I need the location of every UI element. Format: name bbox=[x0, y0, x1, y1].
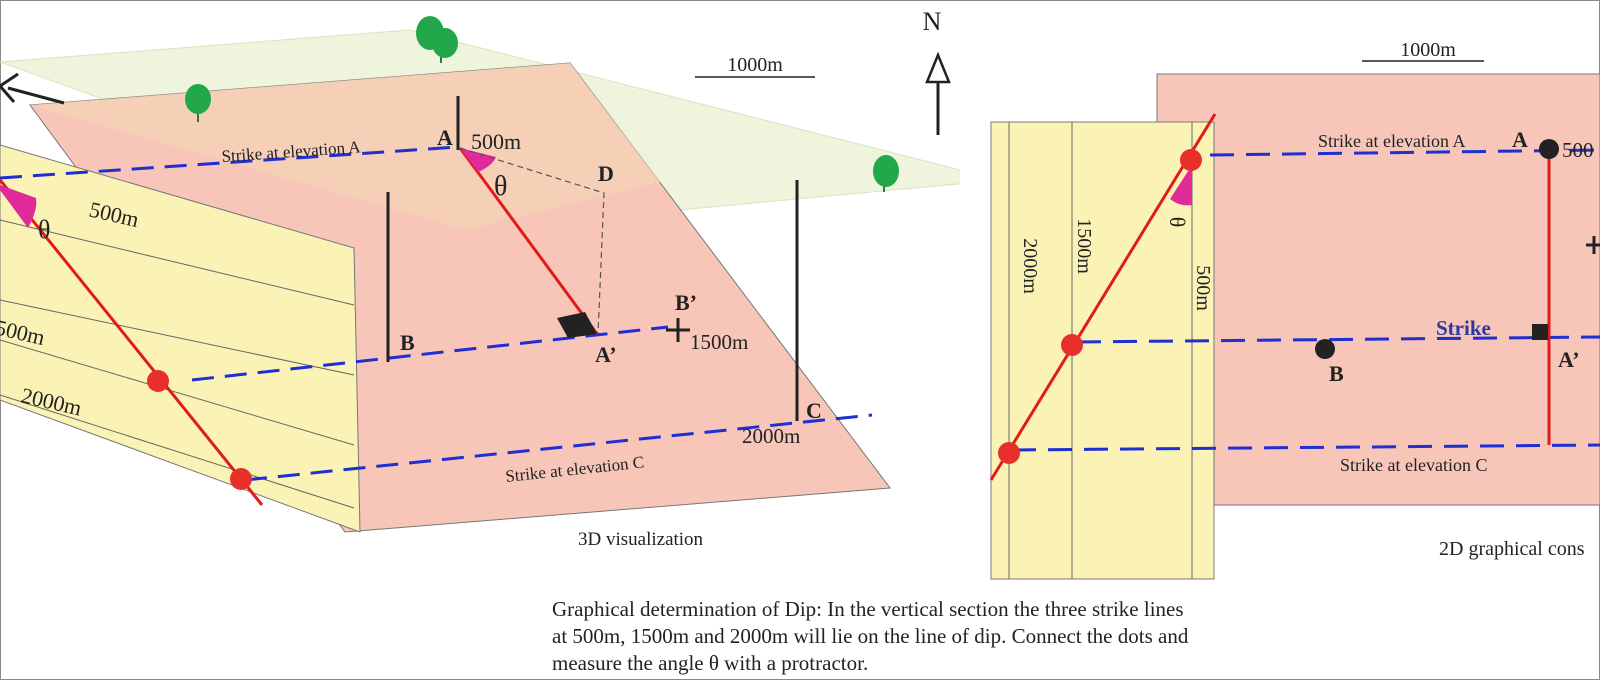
label-a-3d: A bbox=[437, 125, 453, 150]
label-elev-2000-plane: 2000m bbox=[742, 424, 800, 448]
figure-caption: Graphical determination of Dip: In the v… bbox=[552, 596, 1312, 677]
section-dot-2000 bbox=[230, 468, 252, 490]
point-a-2d bbox=[1539, 139, 1559, 159]
three-d-panel: 1000m N Strike at elevation A Strike at … bbox=[0, 7, 960, 550]
label-a-prime-3d: A’ bbox=[595, 342, 617, 367]
strike-line-a-3d bbox=[0, 145, 459, 180]
section-line-1500 bbox=[0, 299, 355, 376]
label-elev-500-a: 500 bbox=[1562, 138, 1594, 162]
strike-line-b-2d bbox=[1076, 335, 1600, 344]
strike-line-c-3d bbox=[244, 413, 873, 482]
caption-2d: 2D graphical cons bbox=[1439, 538, 1585, 560]
label-b-3d: B bbox=[400, 330, 415, 355]
section-line-500 bbox=[0, 219, 355, 306]
strip-dot-2000 bbox=[998, 442, 1020, 464]
label-theta-side: θ bbox=[38, 215, 50, 244]
label-theta-plane: θ bbox=[494, 171, 507, 202]
north-label: N bbox=[923, 7, 942, 36]
label-sec-2000: 2000m bbox=[1019, 238, 1041, 294]
strike-line-c-2d bbox=[1011, 443, 1600, 452]
label-elev-500-top: 500m bbox=[471, 129, 521, 154]
section-dot-1500 bbox=[147, 370, 169, 392]
dip-direction-arrowhead bbox=[0, 72, 19, 103]
label-b-2d: B bbox=[1329, 361, 1344, 386]
label-sec-1500: 1500m bbox=[1073, 218, 1095, 274]
label-b-prime-3d: B’ bbox=[675, 290, 697, 315]
section-theta-wedge bbox=[0, 185, 37, 228]
label-elev-1500-plane: 1500m bbox=[690, 330, 748, 354]
two-d-panel: 1000m Strike at elevation A Strike Strik… bbox=[989, 39, 1600, 580]
label-a-prime-2d: A’ bbox=[1558, 347, 1580, 372]
caption-line: Graphical determination of Dip: In the v… bbox=[552, 597, 1184, 621]
plane-theta-wedge bbox=[460, 148, 496, 172]
label-d-3d: D bbox=[598, 161, 614, 186]
right-angle-marker bbox=[557, 312, 597, 338]
scale-bar-left-label: 1000m bbox=[727, 54, 783, 76]
tree-icon bbox=[416, 16, 458, 63]
caption-line: at 500m, 1500m and 2000m will lie on the… bbox=[552, 624, 1189, 648]
dip-direction-arrow bbox=[7, 86, 65, 105]
scale-bar-right-label: 1000m bbox=[1400, 39, 1456, 61]
section-line-1750 bbox=[0, 339, 355, 446]
strip-theta-wedge bbox=[1170, 165, 1192, 206]
section-dip-line bbox=[0, 179, 264, 506]
label-strike-a-2d: Strike at elevation A bbox=[1318, 131, 1465, 151]
label-theta-2d: θ bbox=[1165, 217, 1190, 228]
right-angle-marker-2d bbox=[1532, 324, 1548, 340]
label-sec-500: 500m bbox=[1192, 265, 1214, 311]
point-b-2d bbox=[1315, 339, 1335, 359]
strike-line-a-2d bbox=[1209, 148, 1600, 157]
label-c-3d: C bbox=[806, 398, 822, 423]
label-a-2d: A bbox=[1512, 127, 1528, 152]
tree-icon bbox=[185, 84, 211, 122]
north-arrow-head bbox=[925, 51, 951, 84]
label-strike-c-2d: Strike at elevation C bbox=[1340, 455, 1487, 475]
plane-dip-line bbox=[458, 147, 599, 335]
tree-icon bbox=[873, 155, 899, 192]
strip-dip-line bbox=[989, 113, 1217, 481]
construction-lines bbox=[459, 147, 605, 335]
strike-line-b-3d bbox=[191, 325, 669, 382]
caption-line: measure the angle θ with a protractor. bbox=[552, 651, 869, 675]
caption-3d: 3D visualization bbox=[578, 529, 704, 550]
label-strike-mid-2d: Strike bbox=[1436, 316, 1491, 340]
section-line-2000 bbox=[0, 394, 355, 509]
strip-dot-1500 bbox=[1061, 334, 1083, 356]
strip-dot-500 bbox=[1180, 149, 1202, 171]
